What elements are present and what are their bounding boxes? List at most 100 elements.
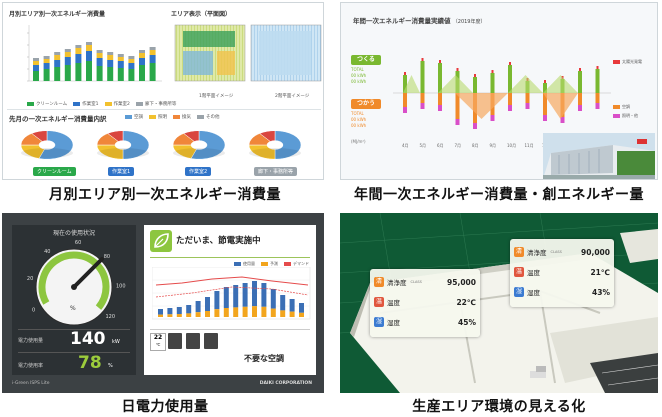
usage-bar <box>280 295 286 311</box>
annual-energy-panel: 年間一次エネルギー消費量実績値 （2019年度） つくる TOTAL 00 kW… <box>340 2 658 180</box>
donut-slice <box>31 130 48 142</box>
donut-shadow <box>173 147 225 159</box>
donut-shadow <box>249 147 301 159</box>
forecast-bar <box>261 306 267 317</box>
power-usage-label: 電力使用量 <box>18 338 44 344</box>
bar-segment <box>86 51 92 61</box>
bar-segment <box>128 69 135 81</box>
consumption-bar <box>455 93 460 119</box>
forecast-bar <box>176 314 182 317</box>
generation-area <box>403 75 420 93</box>
legend-item: 照明・他 <box>613 111 642 120</box>
generation-bar <box>438 63 442 93</box>
sensor-card-right[interactable]: 清 清浄度 CLASS 90,000 温 温度 21℃ 湿 湿度 43% <box>510 239 614 307</box>
chart-legend: 太陽光発電 空調 照明・他 <box>613 57 642 120</box>
legend-item: その他 <box>197 114 220 120</box>
usage-bar <box>205 297 210 311</box>
usage-bar <box>186 305 192 314</box>
usage-bar <box>299 303 304 313</box>
gauge-tick-label: 20 <box>27 276 33 282</box>
consumption-bar <box>508 93 512 105</box>
generation-bar <box>420 61 425 93</box>
sensor-row: 温 温度 21℃ <box>514 267 610 277</box>
month-label: 11月 <box>525 143 534 148</box>
bar-segment <box>86 45 92 51</box>
usage-bar <box>242 283 248 307</box>
bar-segment <box>43 69 50 81</box>
lighting-bar <box>438 105 442 111</box>
humidity-icon: 湿 <box>514 287 524 297</box>
aircon-icon <box>168 333 182 349</box>
generation-bar <box>490 73 495 93</box>
sensor-card-left[interactable]: 清 清浄度 CLASS 95,000 温 温度 22℃ 湿 湿度 45% <box>370 269 480 337</box>
usage-bar <box>167 308 173 315</box>
floor-plans <box>174 24 322 82</box>
bar-segment <box>96 53 103 58</box>
bar-segment <box>117 57 124 61</box>
footer-product: i-Green ISPS Lite <box>12 381 50 386</box>
month-label: 5月 <box>420 143 427 148</box>
bar-segment <box>75 45 82 48</box>
bar-segment <box>64 65 71 81</box>
bar-segment <box>75 63 82 81</box>
lighting-icon <box>186 333 200 349</box>
legend-item: 作業室1 <box>73 101 99 107</box>
legend-item: 使用量 <box>234 261 255 267</box>
area-label: 作業室1 <box>108 167 135 176</box>
gauge-needle <box>72 257 104 289</box>
area-donut-charts <box>20 130 302 160</box>
bar-segment <box>149 47 156 50</box>
floor-plan-title: エリア表示（平面図） <box>171 11 232 18</box>
legend-item: 換気 <box>173 114 191 120</box>
bar-segment <box>96 58 103 66</box>
pie-legend: 空調 照明 換気 その他 <box>125 114 220 120</box>
forecast-bar <box>289 311 295 317</box>
legend-item: 作業室2 <box>104 101 130 107</box>
leaf-icon <box>150 230 172 252</box>
daily-power-chart <box>152 267 311 320</box>
month-label: 4月 <box>402 143 409 148</box>
usage-bar <box>176 307 182 314</box>
unit-label: (MJ/m²) <box>351 139 366 144</box>
usage-bar <box>214 291 220 310</box>
gauge-tick-label: 0 <box>32 308 35 314</box>
forecast-bar <box>195 312 201 317</box>
bar-segment <box>139 58 145 65</box>
solar-cap <box>579 68 581 71</box>
generate-badge: つくる <box>351 55 381 65</box>
usage-bar <box>252 281 257 307</box>
generation-bar <box>578 71 582 93</box>
bar-segment <box>43 56 50 59</box>
forecast-bar <box>158 314 163 317</box>
bar-segment <box>149 63 156 81</box>
bar-segment <box>54 60 61 67</box>
bar-segment <box>128 59 135 63</box>
donut-shadow <box>21 147 73 159</box>
gauge-tick-label: 60 <box>75 240 81 246</box>
solar-cap <box>491 70 494 73</box>
forecast-bar <box>242 306 248 317</box>
solar-cap <box>421 58 424 61</box>
forecast-bar <box>205 311 210 317</box>
bar-segment <box>64 52 71 57</box>
bar-segment <box>107 67 114 81</box>
lighting-bar <box>420 103 425 109</box>
thermometer-icon: 温 <box>374 297 384 307</box>
legend-item: 廊下・事務所等 <box>135 101 176 107</box>
legend-item: 予測 <box>261 261 278 267</box>
bar-segment <box>54 52 61 55</box>
caption-monthly-area: 月別エリア別一次エネルギー消費量 <box>49 187 281 203</box>
solar-cap <box>509 62 511 65</box>
bar-segment <box>117 68 124 81</box>
appliance-icon <box>204 333 218 349</box>
floor-1-label: 1階平面イメージ <box>199 94 234 99</box>
generation-bar <box>473 77 477 93</box>
bar-segment <box>75 48 82 54</box>
bar-segment <box>33 61 39 65</box>
power-rate-value: 78 <box>78 353 102 373</box>
bar-segment <box>117 61 124 68</box>
thermometer-icon: 温 <box>514 267 524 277</box>
forecast-bar <box>233 307 239 317</box>
